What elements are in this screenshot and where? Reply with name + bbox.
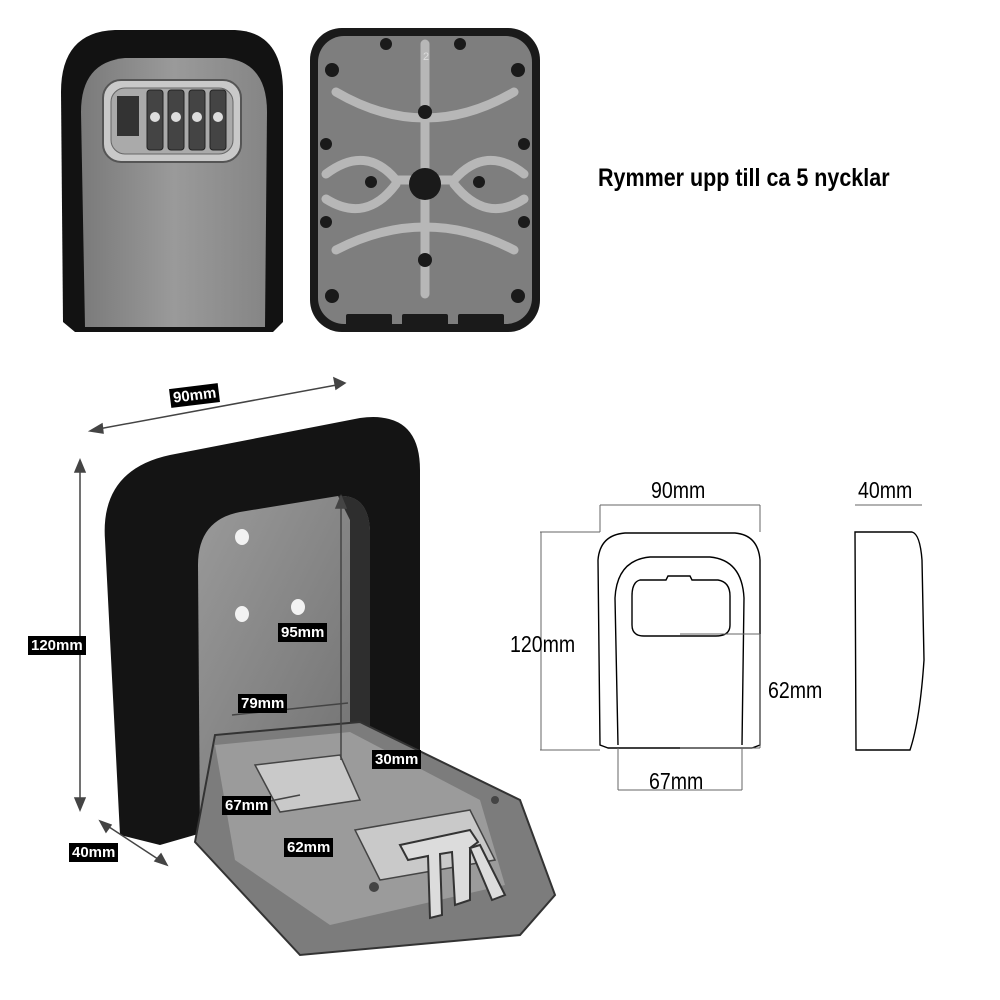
lockbox-line-drawing [540, 504, 925, 791]
dim-label-compartment-height: 62mm [284, 838, 334, 857]
dim-label-inner-depth: 30mm [372, 750, 422, 769]
dim-label-depth: 40mm [69, 843, 119, 862]
dim-label-compartment-width: 67mm [222, 796, 272, 815]
dim-label-inner-width: 79mm [238, 694, 288, 713]
drawing-depth-label: 40mm [858, 477, 913, 503]
dim-label-inner-height: 95mm [278, 623, 328, 642]
lockbox-front-view [61, 30, 283, 332]
lockbox-back-plate: 2 [310, 28, 540, 332]
back-plate-number: 2 [423, 51, 429, 63]
drawing-width-label: 90mm [651, 477, 706, 503]
capacity-heading: Rymmer upp till ca 5 nycklar [598, 164, 890, 192]
drawing-height-label: 120mm [510, 631, 576, 657]
dim-label-height: 120mm [28, 636, 86, 655]
drawing-door-width-label: 67mm [649, 768, 704, 794]
lockbox-open-view [73, 376, 557, 957]
drawing-door-height-label: 62mm [768, 677, 823, 703]
